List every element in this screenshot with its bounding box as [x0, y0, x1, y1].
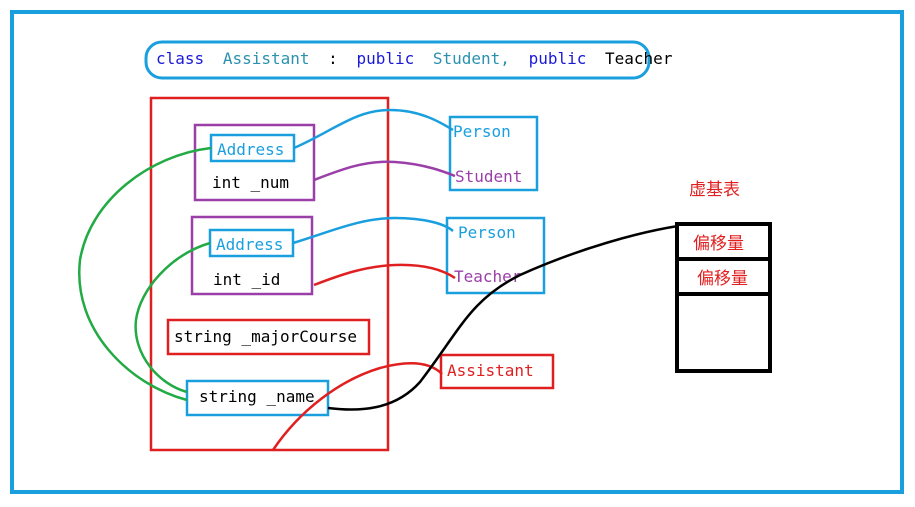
- class-box-student: [448, 115, 539, 192]
- vbase-offset-2: 偏移量: [697, 269, 748, 289]
- connector-id-to-teacher: [313, 263, 456, 287]
- student-address-label: Address: [217, 140, 284, 159]
- vbase-offset-1: 偏移量: [693, 234, 744, 254]
- box1-person-label: Person: [453, 122, 511, 141]
- connector-address1-to-person: [293, 108, 454, 150]
- outer-frame: [10, 10, 904, 494]
- connector-address2-to-name: [134, 241, 211, 394]
- assistant-object-box: [149, 96, 390, 452]
- connector-address2-to-person: [292, 216, 454, 245]
- class-box-teacher: [445, 216, 546, 295]
- vbase-table: [675, 222, 772, 373]
- class-declaration-box: [144, 40, 651, 80]
- int-id-label: int _id: [213, 270, 280, 289]
- major-course-label: string _majorCourse: [174, 327, 357, 346]
- teacher-address-label: Address: [216, 235, 283, 254]
- kw-public-1: public: [356, 49, 414, 68]
- kw-public-2: public: [529, 49, 587, 68]
- class-name: Assistant: [223, 49, 310, 68]
- int-num-label: int _num: [212, 173, 289, 192]
- class-declaration: class Assistant : public Student, public…: [156, 49, 673, 68]
- connector-address1-to-name: [78, 146, 212, 402]
- base-teacher: Teacher: [605, 49, 673, 68]
- box1-student-label: Student: [455, 167, 522, 186]
- box2-person-label: Person: [458, 223, 516, 242]
- name-label: string _name: [199, 387, 315, 406]
- teacher-part-box: [190, 215, 314, 296]
- name-box: [185, 379, 330, 417]
- kw-class: class: [156, 49, 204, 68]
- colon: :: [328, 49, 338, 68]
- connector-num-to-student: [313, 160, 456, 182]
- student-part-box: [193, 123, 316, 202]
- box2-teacher-label: Teacher: [454, 267, 522, 286]
- connector-object-to-assistant: [271, 362, 443, 451]
- base-student: Student,: [433, 49, 510, 68]
- assistant-class-label: Assistant: [447, 361, 534, 380]
- vbase-table-title: 虚基表: [689, 180, 740, 200]
- major-course-box: [166, 318, 371, 356]
- connector-name-to-vbase: [327, 224, 679, 411]
